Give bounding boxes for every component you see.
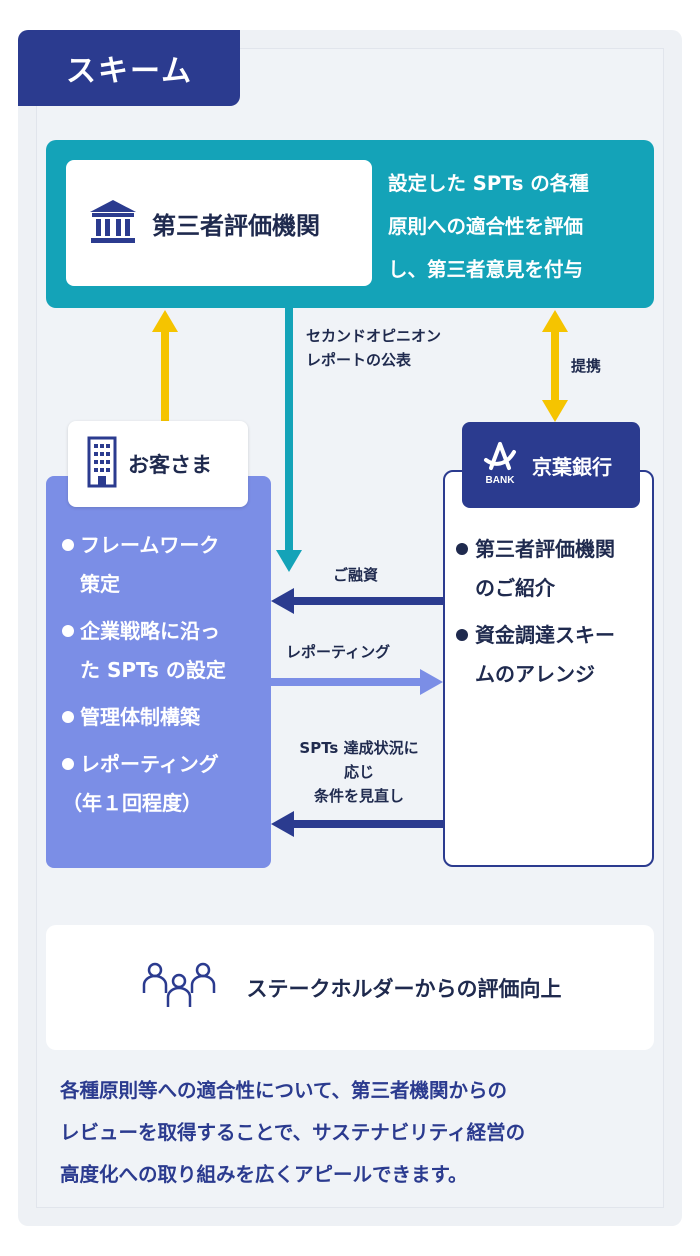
people-icon <box>139 961 219 1015</box>
customer-box <box>46 476 271 868</box>
footer-line: 高度化への取り組みを広くアピールできます。 <box>60 1163 468 1186</box>
customer-item-line: フレームワーク <box>80 533 220 557</box>
condition-review-label-line: 応じ <box>343 763 374 781</box>
customer-item: レポーティング （年１回程度） <box>60 745 270 823</box>
third-party-description-line: 原則への適合性を評価 <box>388 215 584 238</box>
stakeholder-box: ステークホルダーからの評価向上 <box>46 925 654 1050</box>
condition-review-arrow <box>271 811 443 837</box>
third-party-description-line: 設定した SPTs の各種 <box>388 172 589 195</box>
bank-tag: BANK 京葉銀行 <box>462 422 640 508</box>
customer-item-line: 企業戦略に沿っ <box>80 619 220 643</box>
customer-item-line: レポーティング <box>80 752 219 776</box>
partnership-label: 提携 <box>571 357 602 375</box>
second-opinion-label-line: セカンドオピニオン <box>306 327 442 345</box>
financing-arrow <box>271 588 443 614</box>
section-tag: スキーム <box>18 30 240 106</box>
condition-review-label-line: 条件を見直し <box>313 787 404 805</box>
customer-item-line: 策定 <box>80 572 120 596</box>
customer-item-line: （年１回程度） <box>62 791 202 815</box>
third-party-description-line: し、第三者意見を付与 <box>388 258 584 281</box>
customer-item: フレームワーク 策定 <box>60 526 270 604</box>
bank-item-line: のご紹介 <box>475 576 555 600</box>
customer-tag: お客さま <box>68 421 248 507</box>
bank-item-list: 第三者評価機関 のご紹介 資金調達スキー ムのアレンジ <box>455 530 651 702</box>
third-party-description: 設定した SPTs の各種 原則への適合性を評価 し、第三者意見を付与 <box>388 162 652 291</box>
customer-item-line: た SPTs の設定 <box>80 658 226 682</box>
customer-item-line: 管理体制構築 <box>80 705 200 729</box>
footer-line: 各種原則等への適合性について、第三者機関からの <box>60 1079 507 1102</box>
reporting-label: レポーティング <box>286 643 391 661</box>
bank-label: 京葉銀行 <box>532 454 612 479</box>
third-party-card: 第三者評価機関 <box>66 160 372 286</box>
bank-item: 資金調達スキー ムのアレンジ <box>455 616 651 694</box>
footer-text: 各種原則等への適合性について、第三者機関からの レビューを取得することで、サステ… <box>60 1070 650 1196</box>
footer-line: レビューを取得することで、サステナビリティ経営の <box>60 1121 526 1144</box>
bank-item-line: ムのアレンジ <box>475 662 595 686</box>
financing-label: ご融資 <box>333 566 379 584</box>
building-icon <box>86 436 118 492</box>
bank-logo-text: BANK <box>486 475 516 486</box>
stakeholder-label: ステークホルダーからの評価向上 <box>246 976 562 1001</box>
reporting-arrow <box>271 669 443 695</box>
bank-item-line: 第三者評価機関 <box>475 537 615 561</box>
customer-label: お客さま <box>128 453 212 477</box>
customer-item: 企業戦略に沿っ た SPTs の設定 <box>60 612 270 690</box>
condition-review-label-line: SPTs 達成状況に <box>299 739 419 757</box>
second-opinion-label-line: レポートの公表 <box>306 351 412 369</box>
bank-item: 第三者評価機関 のご紹介 <box>455 530 651 608</box>
partnership-arrow <box>542 310 568 422</box>
second-opinion-label: セカンドオピニオン レポートの公表 <box>306 324 441 372</box>
bank-logo-icon: BANK <box>480 438 520 492</box>
customer-item-list: フレームワーク 策定 企業戦略に沿っ た SPTs の設定 管理体制構築 レポー… <box>60 526 270 831</box>
third-party-label: 第三者評価機関 <box>152 211 320 240</box>
condition-review-label: SPTs 達成状況に 応じ 条件を見直し <box>284 736 434 808</box>
second-opinion-arrow <box>276 308 302 572</box>
customer-item: 管理体制構築 <box>60 698 270 737</box>
customer-to-third-party-arrow <box>152 310 178 422</box>
bank-item-line: 資金調達スキー <box>475 623 615 647</box>
institution-icon <box>88 198 138 248</box>
